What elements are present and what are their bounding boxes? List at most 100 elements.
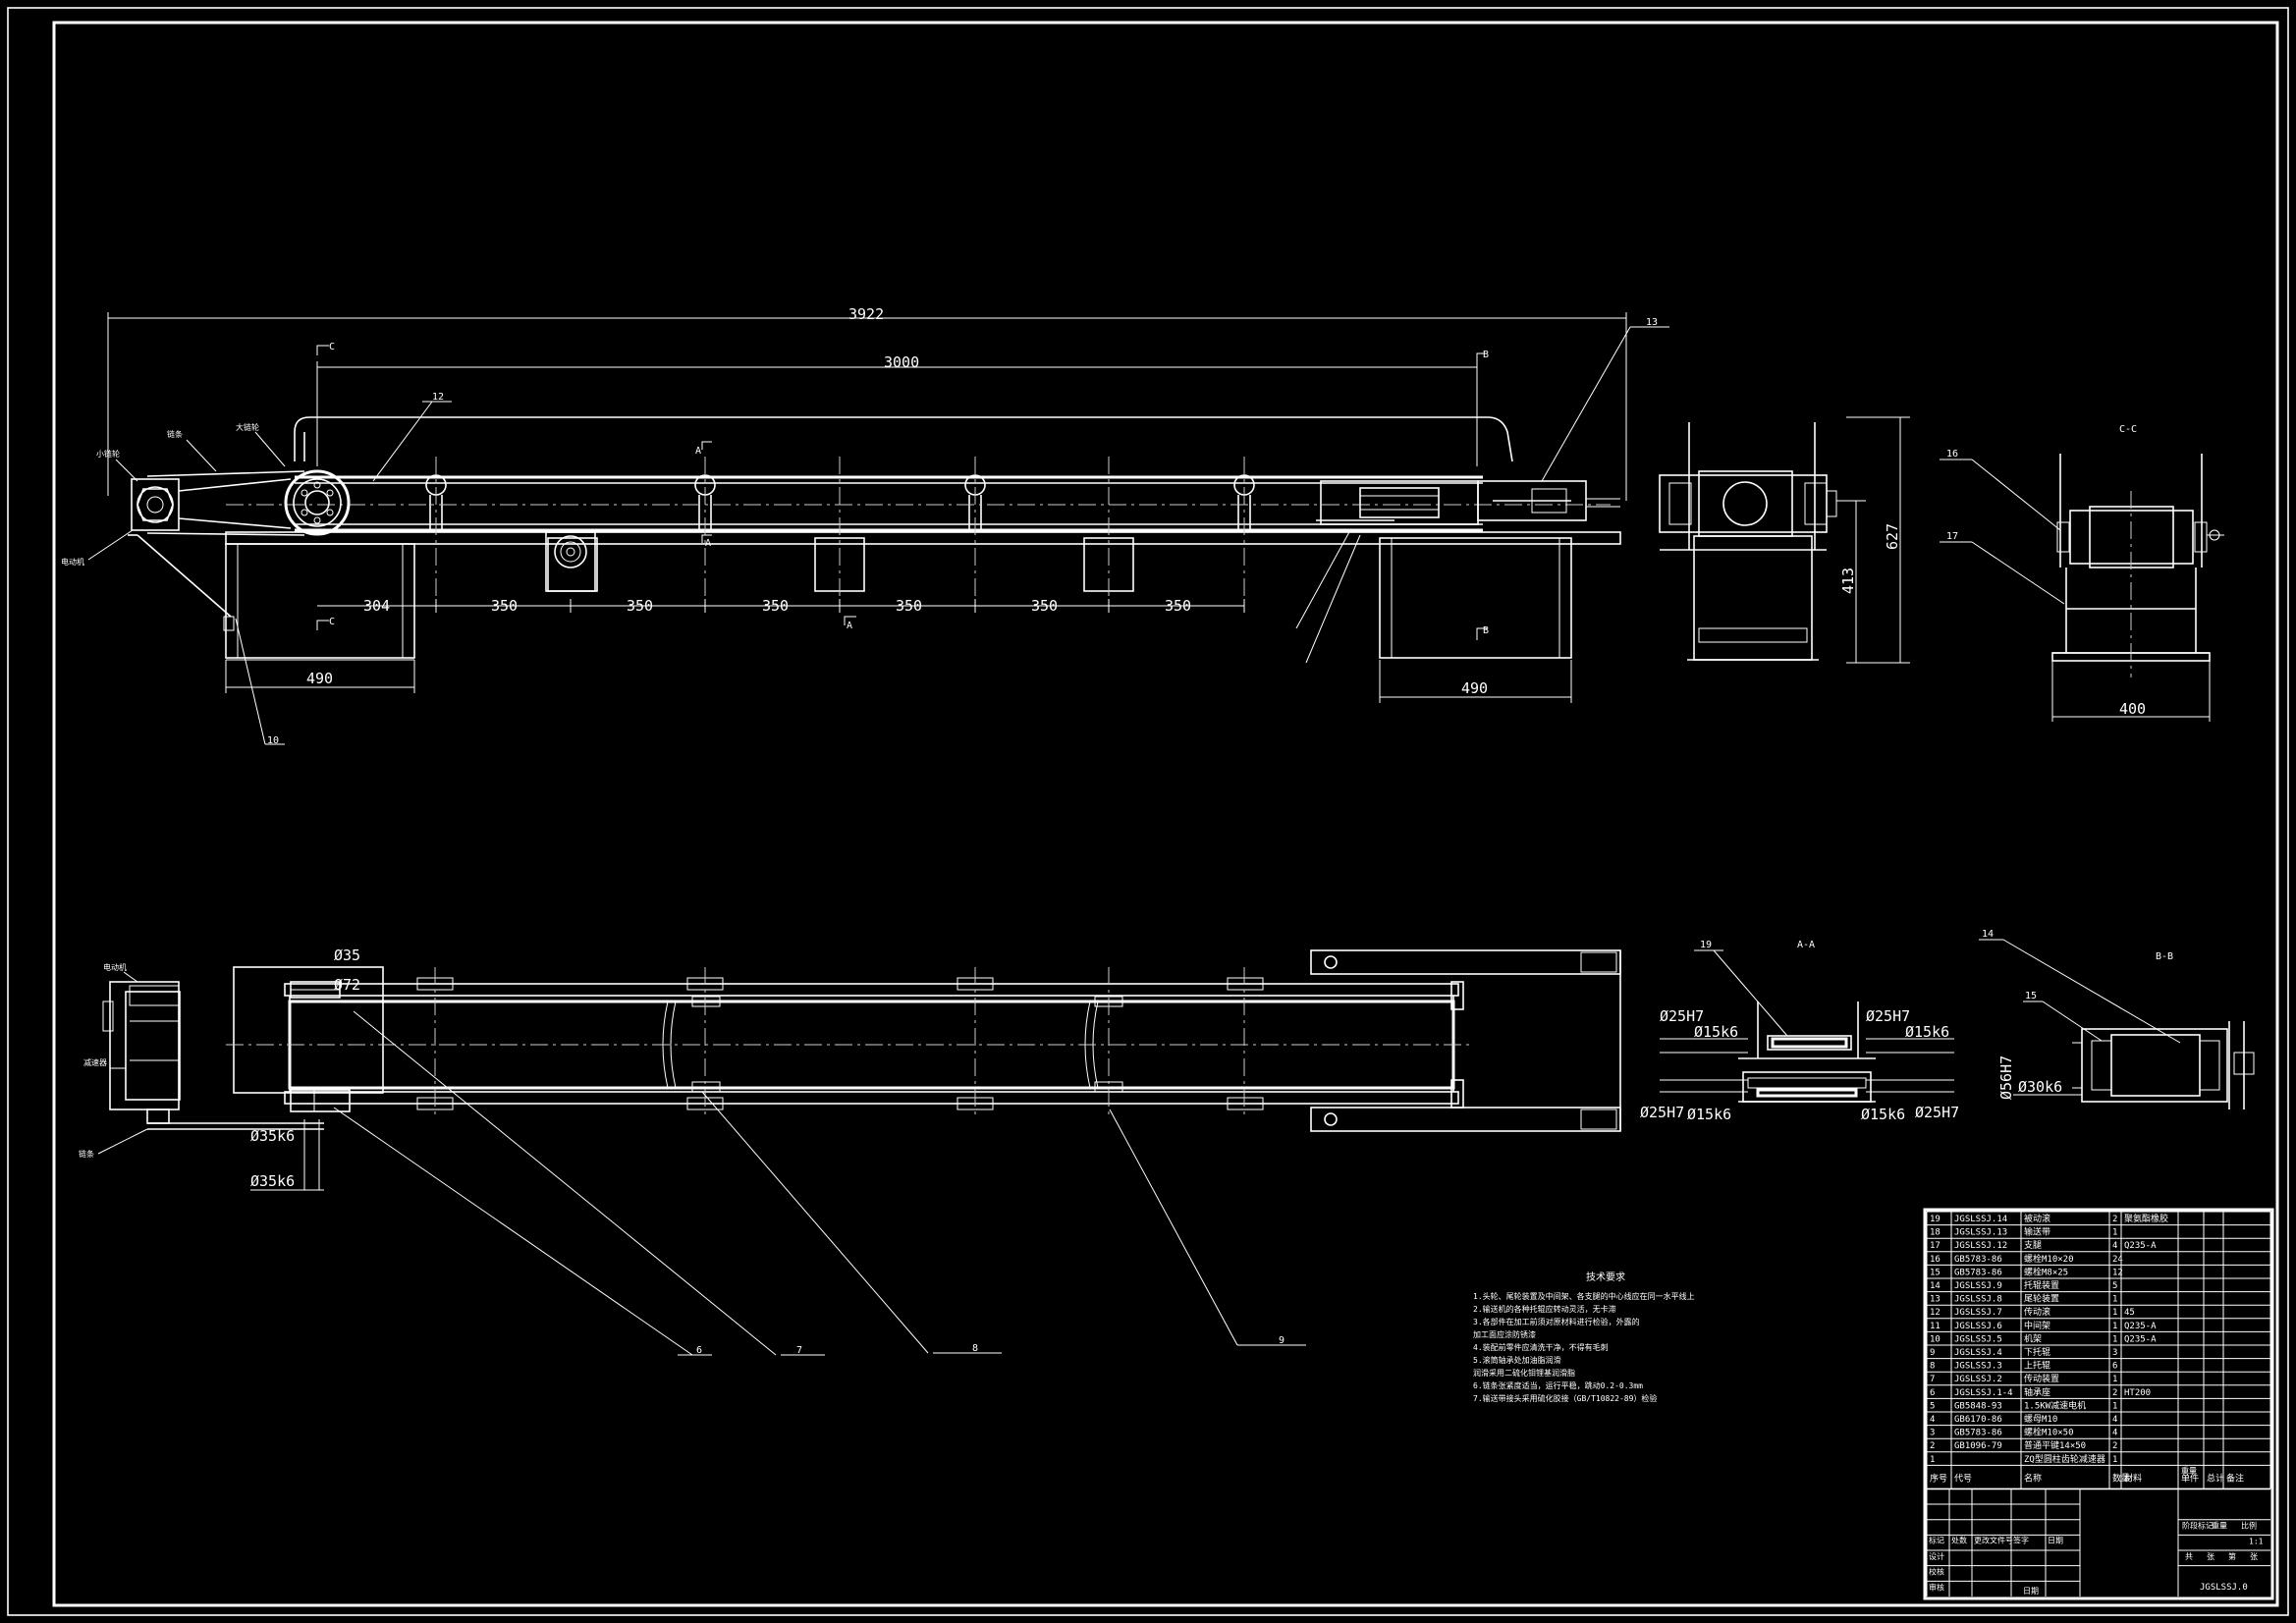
callout-12: 12 — [432, 392, 444, 403]
parts-cell: 5 — [2112, 1281, 2117, 1291]
parts-cell: 11 — [1930, 1322, 1941, 1331]
parts-header-cell: 备注 — [2226, 1472, 2244, 1484]
section-aa: A-A Ø25H7 Ø15k6 Ø25H7 Ø15k6 Ø25H7 Ø15k6 … — [1640, 940, 1959, 1123]
callout-7: 7 — [796, 1345, 802, 1356]
plan-idler-brackets — [416, 977, 1264, 1110]
front-view: 3922 3000 C C B B A A A — [61, 305, 1669, 746]
callout-10: 10 — [267, 735, 279, 746]
plan-view: 电动机 减速器 链条 — [79, 947, 1621, 1356]
parts-cell: 19 — [1930, 1215, 1941, 1224]
parts-cell: 1 — [2112, 1375, 2117, 1384]
parts-cell: 9 — [1930, 1348, 1935, 1358]
parts-cell: 1 — [2112, 1308, 2117, 1318]
parts-cell: 18 — [1930, 1228, 1941, 1238]
parts-cell: 2 — [2112, 1215, 2117, 1224]
parts-cell: 7 — [1930, 1375, 1935, 1384]
title-row-mark: 签字 — [2013, 1535, 2029, 1544]
dim-spacing-1: 350 — [491, 597, 518, 615]
parts-cell: JGSLSSJ.14 — [1954, 1215, 2007, 1224]
fit-d72: Ø72 — [334, 976, 360, 994]
title-row-mark: 日期 — [2048, 1536, 2063, 1544]
title-stage: 比例 — [2241, 1521, 2257, 1531]
parts-cell: GB5783-86 — [1954, 1429, 2002, 1438]
title-approve-date: 日期 — [2023, 1587, 2039, 1596]
notes-line-1: 1.头轮、尾轮装置及中间架、各支腿的中心线应在同一水平线上 — [1473, 1291, 1695, 1301]
title-stage: 重量 — [2212, 1521, 2227, 1531]
parts-cell: 10 — [1930, 1334, 1941, 1344]
fit-aa-d25h7-b: Ø25H7 — [1866, 1007, 1910, 1025]
parts-cell: JGSLSSJ.13 — [1954, 1228, 2007, 1238]
parts-header-cell: 代号 — [1954, 1473, 1972, 1484]
notes-line-5: 4.装配前零件应清洗干净，不得有毛刺 — [1473, 1342, 1609, 1352]
parts-cell: Q235-A — [2124, 1322, 2157, 1331]
title-row-mark: 更改文件号 — [1974, 1535, 2013, 1544]
parts-cell: 16 — [1930, 1255, 1941, 1265]
parts-cell: 2 — [2112, 1441, 2117, 1451]
fit-aa-d25h7-a: Ø25H7 — [1660, 1007, 1704, 1025]
parts-cell: 托辊装置 — [2024, 1279, 2059, 1291]
upper-idlers — [425, 474, 1255, 530]
drive-pulley — [284, 469, 351, 536]
dim-side-total-height: 627 — [1884, 523, 1901, 550]
parts-cell: JGSLSSJ.5 — [1954, 1334, 2002, 1344]
drawing-number: JGSLSSJ.0 — [2200, 1583, 2248, 1593]
fit-d35k6-b: Ø35k6 — [250, 1172, 295, 1190]
parts-header-cell: 序号 — [1930, 1472, 1947, 1484]
parts-header-weight: 重量 — [2181, 1465, 2197, 1475]
parts-cell: HT200 — [2124, 1388, 2151, 1398]
title-stage: 阶段标记 — [2182, 1521, 2214, 1531]
dim-right-leg-width: 490 — [1461, 679, 1488, 697]
side-view: 627 413 — [1659, 416, 1910, 664]
dim-overall-length: 3922 — [848, 305, 884, 323]
motor-reducer — [128, 470, 305, 631]
parts-cell: ZQ型圆柱齿轮减速器 — [2024, 1453, 2105, 1465]
callout-6: 6 — [696, 1345, 702, 1356]
parts-cell: 传动滚 — [2024, 1306, 2050, 1318]
parts-cell: JGSLSSJ.3 — [1954, 1362, 2002, 1372]
label-big-sprocket: 大链轮 — [236, 422, 259, 432]
parts-cell: 17 — [1930, 1241, 1941, 1251]
parts-cell: 5 — [1930, 1401, 1935, 1411]
parts-cell: 2 — [1930, 1441, 1935, 1451]
parts-cell: 输送带 — [2024, 1226, 2050, 1238]
dim-left-leg-width: 490 — [306, 670, 333, 687]
section-bb: B-B Ø56H7 Ø30k6 14 15 — [1979, 929, 2255, 1109]
callout-13: 13 — [1646, 317, 1658, 328]
parts-header-cell: 材料 — [2124, 1472, 2142, 1484]
parts-cell: 3 — [2112, 1348, 2117, 1358]
tail-take-up — [1316, 480, 1620, 525]
fit-d35-top: Ø35 — [334, 947, 360, 964]
parts-cell: 2 — [2112, 1388, 2117, 1398]
section-mark-b-top: B — [1483, 350, 1489, 360]
label-motor: 电动机 — [61, 557, 84, 567]
parts-cell: JGSLSSJ.4 — [1954, 1348, 2002, 1358]
title-role: 校核 — [1929, 1567, 1944, 1577]
section-mark-c-bottom: C — [329, 617, 335, 627]
title-sheet: 共 — [2185, 1552, 2193, 1561]
label-small-sprocket: 小链轮 — [96, 449, 120, 459]
parts-cell: JGSLSSJ.9 — [1954, 1281, 2002, 1291]
notes-line-9: 7.输送带接头采用硫化胶接（GB/T10822-89）检验 — [1473, 1393, 1657, 1403]
parts-cell: 8 — [1930, 1362, 1935, 1372]
parts-header-cell: 单件 — [2181, 1472, 2199, 1484]
parts-cell: 普通平键14×50 — [2024, 1439, 2086, 1451]
title-row-mark: 处数 — [1951, 1535, 1967, 1544]
fit-aa-d15k6-a: Ø15k6 — [1694, 1023, 1738, 1041]
parts-cell: 上托辊 — [2024, 1360, 2050, 1372]
parts-cell: 螺母M10 — [2024, 1414, 2057, 1425]
parts-cell: 螺栓M10×20 — [2024, 1253, 2074, 1265]
callout-17: 17 — [1946, 531, 1958, 542]
parts-cell: 螺栓M10×50 — [2024, 1427, 2074, 1438]
dim-spacing-3: 350 — [762, 597, 789, 615]
parts-cell: 12 — [1930, 1308, 1941, 1318]
title-role: 审核 — [1929, 1582, 1944, 1592]
view-title-cc: C-C — [2119, 424, 2137, 435]
title-sheet: 第 — [2228, 1551, 2236, 1561]
parts-cell: 1 — [2112, 1228, 2117, 1238]
fit-d56h7: Ø56H7 — [1997, 1055, 2015, 1100]
fit-aa-d15k6-b: Ø15k6 — [1905, 1023, 1949, 1041]
parts-cell: 12 — [2112, 1268, 2123, 1277]
notes-line-3: 3.各部件在加工前须对原材料进行检验，外露的 — [1473, 1317, 1640, 1326]
inner-border — [52, 21, 2279, 1607]
dim-spacing-5: 350 — [1031, 597, 1058, 615]
